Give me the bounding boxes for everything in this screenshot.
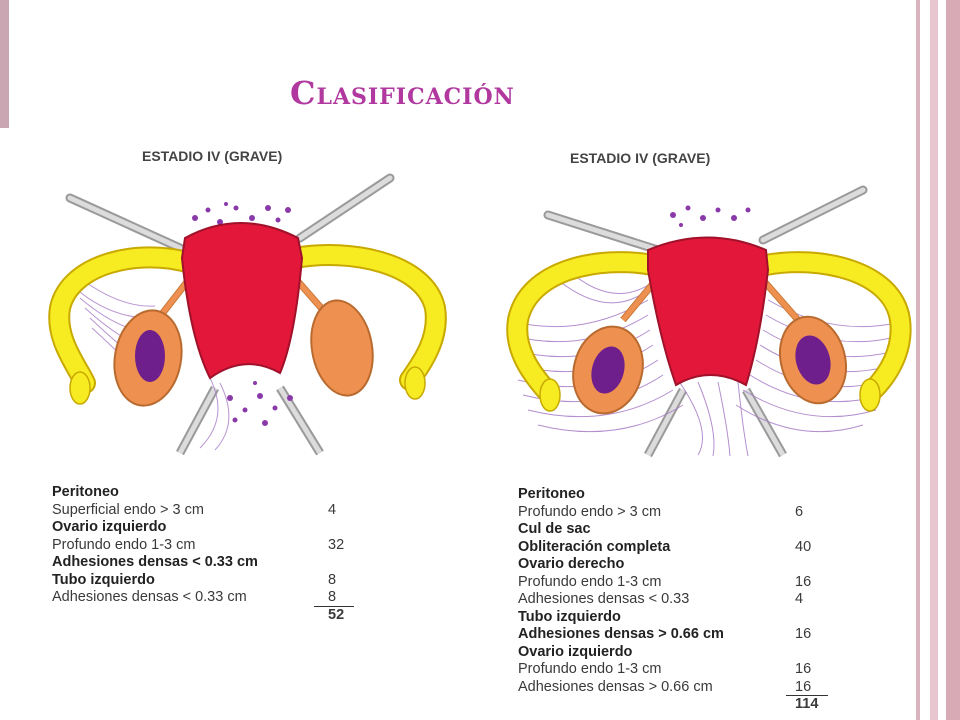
table-row: Peritoneo [518,486,838,504]
table-row: Adhesiones densas < 0.33 cm [52,554,362,572]
table-row: Ovario izquierdo [518,644,838,662]
row-label: Obliteración completa [518,538,671,555]
table-row: Tubo izquierdo [518,609,838,627]
row-label: Tubo izquierdo [518,608,621,625]
row-label: Cul de sac [518,521,591,537]
row-label: Ovario izquierdo [52,519,167,535]
uterus-diagram-left [48,173,447,456]
table-row: Obliteración completa 40 [518,539,838,557]
row-label: Ovario derecho [518,556,625,572]
total-divider [314,606,354,607]
score-table-left: Peritoneo Superficial endo > 3 cm 4 Ovari… [52,484,362,624]
row-value: 4 [795,591,804,607]
row-label: Tubo izquierdo [52,571,155,588]
table-row: Superficial endo > 3 cm 4 [52,502,362,520]
uterus-diagram-right [506,185,912,458]
row-label: Adhesiones densas > 0.66 cm [518,626,724,642]
row-value: 16 [795,678,812,695]
frame-stripe [946,0,960,720]
row-label: Profundo endo 1-3 cm [52,536,196,553]
row-label: Peritoneo [518,486,585,502]
table-row: Adhesiones densas < 0.33 4 [518,591,838,609]
frame-stripe [916,0,920,720]
slide-title: Clasificación [290,74,515,112]
row-value: 4 [328,501,337,518]
row-value: 16 [795,626,812,642]
row-label: Ovario izquierdo [518,643,633,660]
row-value: 8 [328,571,337,588]
table-row: Ovario izquierdo [52,519,362,537]
total-value: 114 [795,696,819,712]
row-value: 6 [795,503,804,520]
row-label: Profundo endo > 3 cm [518,503,662,520]
table-row: Profundo endo 1-3 cm 16 [518,574,838,592]
slide-frame-left [0,0,9,128]
table-row: Adhesiones densas < 0.33 cm 8 [52,589,362,607]
table-row: Profundo endo 1-3 cm 16 [518,661,838,679]
score-table-right: Peritoneo Profundo endo > 3 cm 6 Cul de s… [518,486,838,714]
row-label: Adhesiones densas < 0.33 cm [52,589,247,605]
table-row: Tubo izquierdo 8 [52,572,362,590]
table-row-total: 52 [52,607,362,625]
row-label: Profundo endo 1-3 cm [518,661,662,677]
row-label: Peritoneo [52,484,119,500]
table-row: Cul de sac [518,521,838,539]
row-label: Adhesiones densas > 0.66 cm [518,678,713,695]
table-row: Peritoneo [52,484,362,502]
table-row: Ovario derecho [518,556,838,574]
row-value: 16 [795,661,812,677]
row-label: Adhesiones densas < 0.33 cm [52,554,258,570]
table-row: Adhesiones densas > 0.66 cm 16 [518,626,838,644]
row-value: 16 [795,573,812,590]
table-row: Adhesiones densas > 0.66 cm 16 [518,679,838,697]
row-value: 8 [328,589,337,605]
table-row: Profundo endo 1-3 cm 32 [52,537,362,555]
row-label: Adhesiones densas < 0.33 [518,591,690,607]
stage-label-left: ESTADIO IV (GRAVE) [142,148,283,164]
slide-frame-right [916,0,960,720]
row-value: 40 [795,538,812,555]
row-value: 32 [328,536,345,553]
frame-stripe [930,0,938,720]
stage-label-right: ESTADIO IV (GRAVE) [570,150,711,166]
table-row-total: 114 [518,696,838,714]
table-row: Profundo endo > 3 cm 6 [518,504,838,522]
row-label: Superficial endo > 3 cm [52,501,204,518]
row-label: Profundo endo 1-3 cm [518,573,662,590]
total-value: 52 [328,606,345,623]
total-divider [786,695,828,696]
